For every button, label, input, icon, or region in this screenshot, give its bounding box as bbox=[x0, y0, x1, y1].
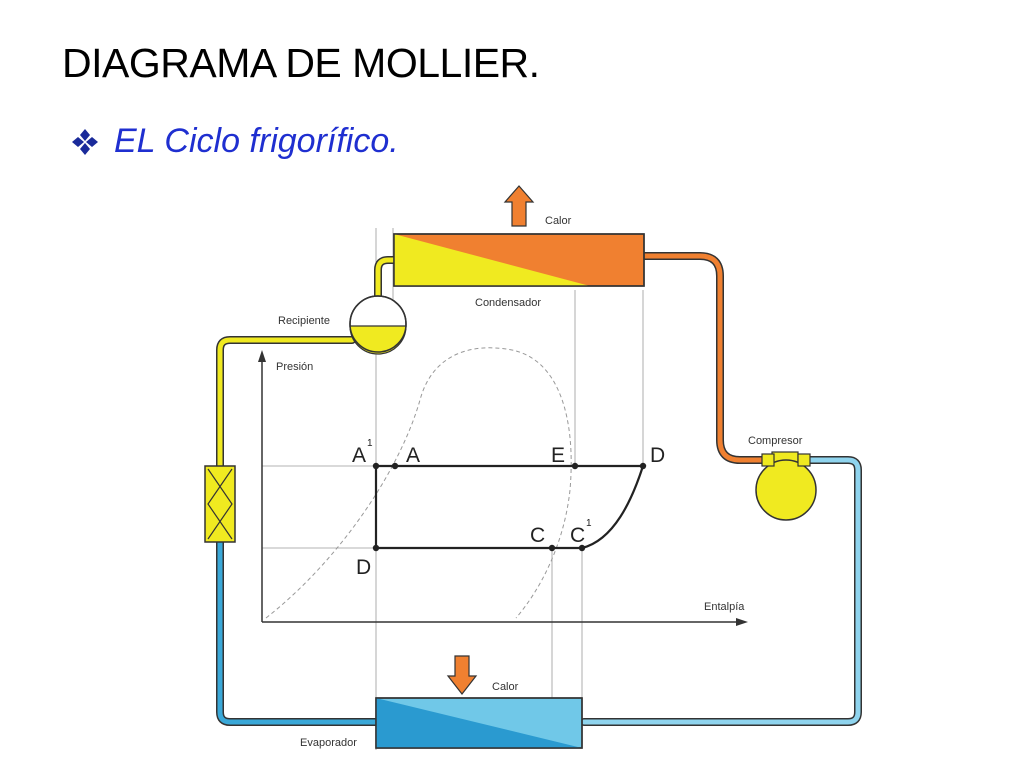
heat-in-arrow-icon bbox=[446, 655, 478, 695]
heat-in-label: Calor bbox=[492, 681, 519, 693]
liquid-line-pipe bbox=[216, 336, 356, 470]
point-a bbox=[391, 462, 399, 470]
bullet-item: EL Ciclo frigorífico. bbox=[70, 122, 399, 161]
hot-gas-pipe bbox=[641, 252, 766, 464]
point-a1 bbox=[372, 462, 380, 470]
label-a1: A bbox=[352, 444, 366, 467]
condenser bbox=[393, 233, 645, 287]
point-d-bottom bbox=[372, 544, 380, 552]
diamond-cluster-icon bbox=[72, 128, 98, 155]
projection-guides bbox=[262, 228, 644, 750]
evaporator-label: Evaporador bbox=[300, 737, 357, 749]
refrigeration-cycle-path bbox=[374, 464, 645, 550]
label-e: E bbox=[551, 444, 565, 467]
suction-pipe bbox=[580, 456, 862, 726]
pressure-axis-label: Presión bbox=[276, 361, 313, 373]
point-c1 bbox=[578, 544, 586, 552]
label-a: A bbox=[406, 444, 420, 467]
label-c: C bbox=[530, 524, 545, 547]
point-c bbox=[548, 544, 556, 552]
condenser-label: Condensador bbox=[475, 297, 541, 309]
point-d-top bbox=[639, 462, 647, 470]
label-d-bottom: D bbox=[356, 556, 371, 579]
point-e bbox=[571, 462, 579, 470]
label-d-top: D bbox=[650, 444, 665, 467]
enthalpy-axis bbox=[262, 618, 748, 626]
saturation-dome bbox=[265, 347, 572, 619]
label-c1: C bbox=[570, 524, 585, 547]
pressure-axis bbox=[258, 350, 266, 622]
receiver-label: Recipiente bbox=[278, 315, 330, 327]
heat-out-arrow-icon bbox=[503, 185, 535, 227]
slide-title: DIAGRAMA DE MOLLIER. bbox=[62, 40, 540, 86]
liquid-to-evap-pipe bbox=[216, 538, 380, 726]
label-c1-sup: 1 bbox=[586, 518, 592, 529]
expansion-valve bbox=[204, 465, 236, 543]
compressor bbox=[755, 451, 817, 521]
enthalpy-axis-label: Entalpía bbox=[704, 601, 745, 613]
heat-out-label: Calor bbox=[545, 215, 572, 227]
evaporator bbox=[375, 697, 583, 749]
label-a1-sup: 1 bbox=[367, 438, 373, 449]
compressor-label: Compresor bbox=[748, 435, 803, 447]
cycle-points bbox=[372, 462, 647, 552]
slide-subtitle: EL Ciclo frigorífico. bbox=[114, 122, 399, 160]
receiver-tank bbox=[349, 295, 407, 355]
